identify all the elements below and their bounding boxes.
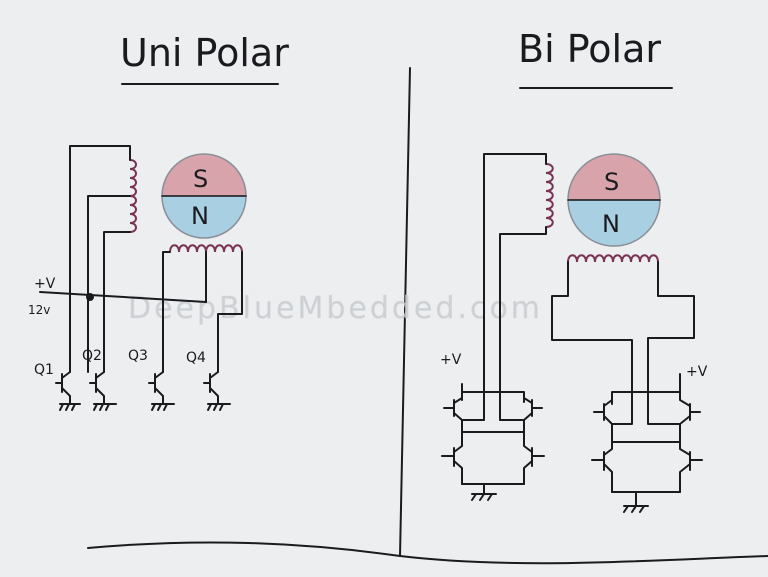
south-pole-half <box>161 153 247 197</box>
q4-label: Q4 <box>186 350 206 366</box>
supply-voltage-label: 12v <box>28 303 50 317</box>
q1-label: Q1 <box>34 362 54 378</box>
bipolar-vertical-coil <box>545 163 554 228</box>
north-pole-half <box>567 199 661 247</box>
q3-label: Q3 <box>128 348 148 364</box>
supply-label: +V <box>34 276 56 292</box>
bipolar-title: Bi Polar <box>518 27 661 71</box>
bipolar-panel: Bi Polar S N <box>440 27 708 513</box>
bipolar-rotor: S N <box>567 153 661 247</box>
right-bridge-supply-label: +V <box>686 364 708 380</box>
panel-divider-line <box>399 67 411 557</box>
watermark-text: DeepBlueMbedded.com <box>128 291 543 326</box>
unipolar-rotor: S N <box>161 153 247 239</box>
bipolar-wiring <box>483 153 695 393</box>
unipolar-panel: Uni Polar S N +V 12v <box>28 31 289 411</box>
transistor-q2 <box>89 371 117 411</box>
unipolar-horizontal-coil <box>169 244 243 253</box>
transistor-q4 <box>203 371 231 411</box>
north-pole-label: N <box>602 210 620 238</box>
transistor-q3 <box>148 371 175 411</box>
unipolar-title: Uni Polar <box>120 31 289 75</box>
south-pole-label: S <box>604 168 619 196</box>
south-pole-label: S <box>193 165 208 193</box>
left-h-bridge <box>441 383 545 501</box>
bottom-wave-line <box>87 541 768 565</box>
transistor-q1 <box>55 371 81 411</box>
q2-label: Q2 <box>82 348 102 364</box>
south-pole-half <box>567 153 661 201</box>
bipolar-horizontal-coil <box>567 254 659 263</box>
north-pole-label: N <box>191 202 209 230</box>
north-pole-half <box>161 195 247 239</box>
right-h-bridge <box>591 373 703 513</box>
left-bridge-supply-label: +V <box>440 352 462 368</box>
unipolar-wiring <box>39 145 243 373</box>
